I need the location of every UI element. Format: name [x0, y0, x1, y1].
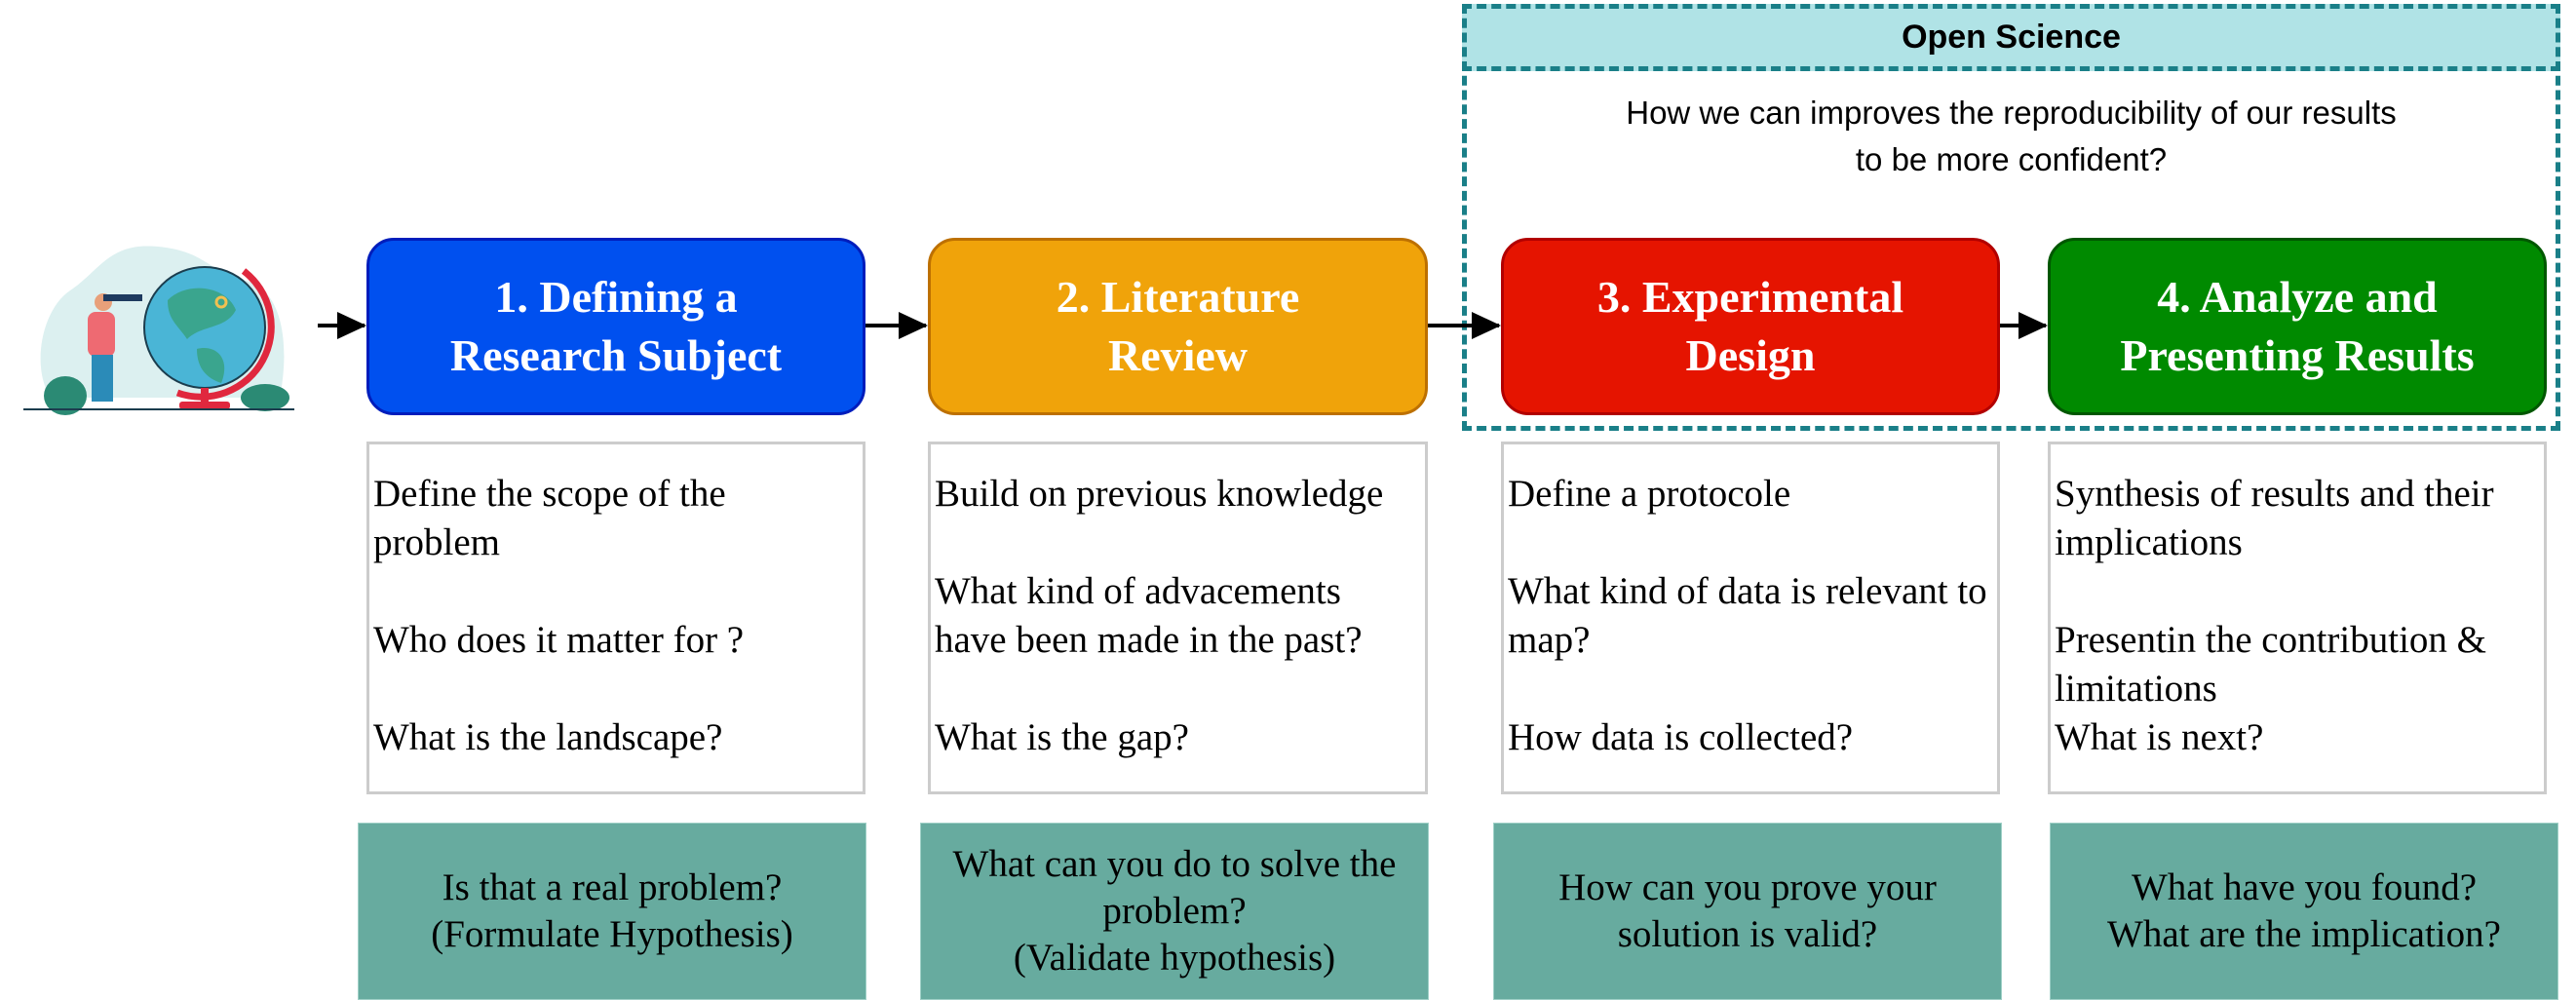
map-pin [214, 295, 228, 309]
person-body [88, 312, 115, 357]
person-telescope-globe-icon [21, 232, 294, 417]
stage-4-point: Synthesis of results and their implicati… [2055, 473, 2494, 563]
stage-1-point: What is the landscape? [373, 716, 723, 758]
stage-4-title: 4. Analyze and Presenting Results [2120, 272, 2475, 380]
stage-3-point: Define a protocole [1508, 473, 1791, 515]
stage-4-point: What is next? [2055, 716, 2264, 758]
stage-4-question-box: What have you found? What are the implic… [2050, 823, 2558, 1000]
stage-3-point: What kind of data is relevant to map? [1508, 570, 1987, 661]
stage-2-panel: Build on previous knowledge What kind of… [928, 442, 1428, 794]
open-science-header: Open Science [1462, 4, 2560, 71]
stage-1-question: Is that a real problem? (Formulate Hypot… [431, 866, 793, 955]
stage-4-box: 4. Analyze and Presenting Results [2048, 238, 2547, 415]
stage-1-panel: Define the scope of the problem Who does… [366, 442, 865, 794]
stage-3-point: How data is collected? [1508, 716, 1854, 758]
stage-3-panel: Define a protocole What kind of data is … [1501, 442, 2000, 794]
stage-2-question-box: What can you do to solve the problem? (V… [920, 823, 1429, 1000]
stage-2-title: 2. Literature Review [1056, 272, 1300, 380]
arrow-stage-1-to-2 [865, 312, 928, 339]
telescope [103, 294, 142, 301]
stage-2-point: What is the gap? [935, 716, 1189, 758]
stage-3-box: 3. Experimental Design [1501, 238, 2000, 415]
stage-3-question: How can you prove your solution is valid… [1558, 866, 1937, 955]
stage-2-point: Build on previous knowledge [935, 473, 1384, 515]
globe-stand-base [179, 402, 230, 409]
stage-1-box: 1. Defining a Research Subject [366, 238, 865, 415]
stage-3-question-box: How can you prove your solution is valid… [1493, 823, 2002, 1000]
stage-2-point: What kind of advacements have been made … [935, 570, 1363, 661]
stage-1-title: 1. Defining a Research Subject [449, 272, 783, 380]
arrow-stage-2-to-3 [1428, 312, 1501, 339]
stage-4-point: Presentin the contribution & limitations [2055, 619, 2487, 710]
stage-2-question: What can you do to solve the problem? (V… [952, 843, 1397, 979]
stage-4-question: What have you found? What are the implic… [2107, 866, 2501, 955]
stage-2-box: 2. Literature Review [928, 238, 1428, 415]
bush-left [44, 376, 87, 415]
globe-stand-pole [201, 388, 209, 405]
bush-right [241, 384, 289, 411]
stage-1-point: Define the scope of the problem [373, 473, 726, 563]
stage-4-panel: Synthesis of results and their implicati… [2048, 442, 2547, 794]
open-science-title: Open Science [1902, 19, 2121, 56]
arrow-into-stage-1 [318, 312, 366, 339]
open-science-question: How we can improves the reproducibility … [1626, 95, 2397, 177]
stage-3-title: 3. Experimental Design [1596, 272, 1904, 380]
person-legs [92, 355, 113, 402]
continent-south [197, 348, 225, 383]
continent [168, 288, 236, 339]
arrow-stage-3-to-4 [2000, 312, 2048, 339]
stage-1-point: Who does it matter for ? [373, 619, 745, 661]
stage-1-question-box: Is that a real problem? (Formulate Hypot… [358, 823, 866, 1000]
